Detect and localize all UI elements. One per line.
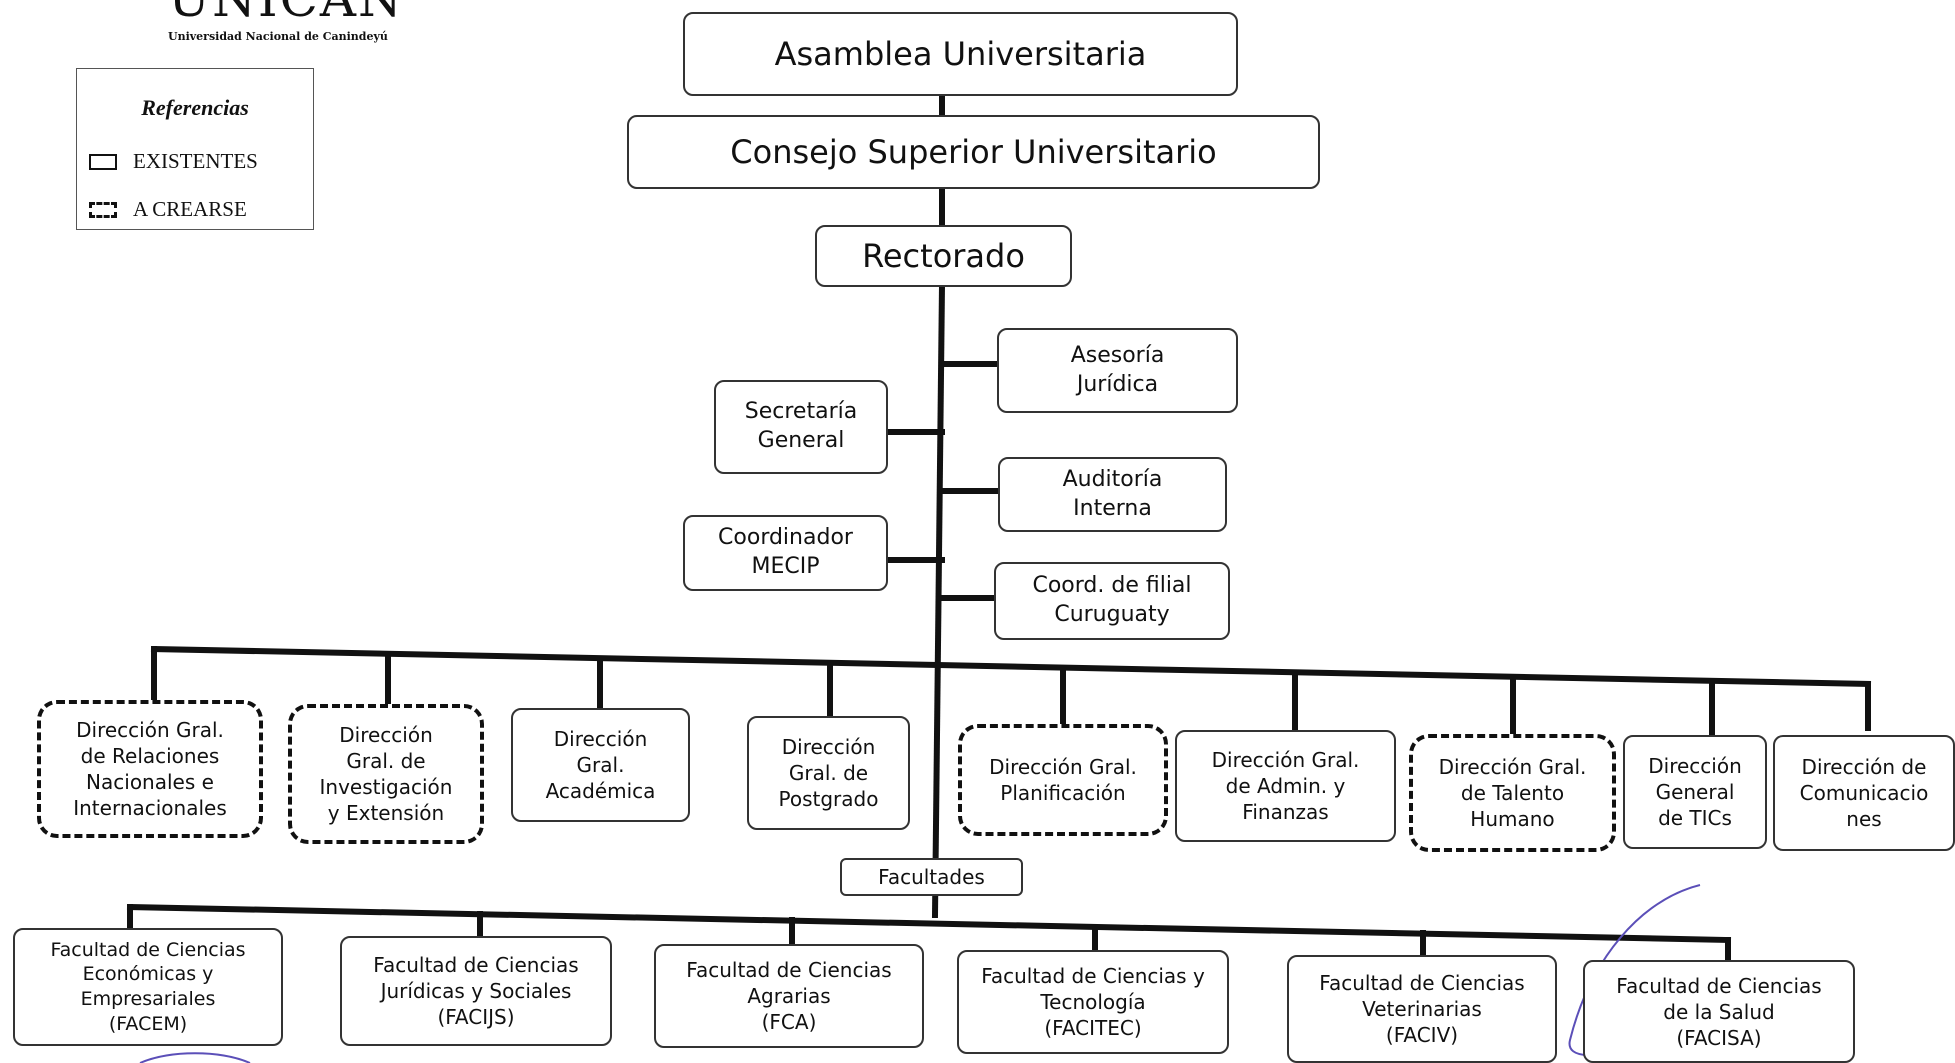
node-asesoria-juridica: Asesoría Jurídica bbox=[997, 328, 1238, 413]
node-fac-faciv: Facultad de Ciencias Veterinarias (FACIV… bbox=[1287, 955, 1557, 1063]
node-dir-talento-humano: Dirección Gral. de Talento Humano bbox=[1409, 734, 1616, 852]
node-dir-academica: Dirección Gral. Académica bbox=[511, 708, 690, 822]
node-consejo: Consejo Superior Universitario bbox=[627, 115, 1320, 189]
legend-row-existing: EXISTENTES bbox=[89, 149, 258, 174]
logo-wordmark: UNICAN bbox=[168, 0, 404, 28]
solid-box-icon bbox=[89, 153, 117, 170]
node-dir-relaciones: Dirección Gral. de Relaciones Nacionales… bbox=[37, 700, 263, 838]
node-fac-facisa: Facultad de Ciencias de la Salud (FACISA… bbox=[1583, 960, 1855, 1063]
legend-row-to-create: A CREARSE bbox=[89, 197, 247, 222]
node-dir-admin-finanzas: Dirección Gral. de Admin. y Finanzas bbox=[1175, 730, 1396, 842]
node-dir-postgrado: Dirección Gral. de Postgrado bbox=[747, 716, 910, 830]
node-dir-comunicaciones: Dirección de Comunicacio nes bbox=[1773, 735, 1955, 851]
node-asamblea: Asamblea Universitaria bbox=[683, 12, 1238, 96]
node-fac-fca: Facultad de Ciencias Agrarias (FCA) bbox=[654, 944, 924, 1048]
node-fac-facijs: Facultad de Ciencias Jurídicas y Sociale… bbox=[340, 936, 612, 1046]
node-fac-facitec: Facultad de Ciencias y Tecnología (FACIT… bbox=[957, 950, 1229, 1054]
node-coordinador-mecip: Coordinador MECIP bbox=[683, 515, 888, 591]
node-dir-tics: Dirección General de TICs bbox=[1623, 735, 1767, 849]
legend-panel: Referencias EXISTENTES A CREARSE bbox=[76, 68, 314, 230]
logo-subtitle: Universidad Nacional de Canindeyú bbox=[168, 30, 388, 43]
node-auditoria-interna: Auditoría Interna bbox=[998, 457, 1227, 532]
node-fac-facem: Facultad de Ciencias Económicas y Empres… bbox=[13, 928, 283, 1046]
legend-existing-label: EXISTENTES bbox=[133, 149, 258, 173]
dashed-box-icon bbox=[89, 201, 117, 218]
legend-to-create-label: A CREARSE bbox=[133, 197, 247, 221]
node-facultades: Facultades bbox=[840, 858, 1023, 896]
node-secretaria-general: Secretaría General bbox=[714, 380, 888, 474]
legend-title: Referencias bbox=[141, 95, 249, 120]
node-rectorado: Rectorado bbox=[815, 225, 1072, 287]
node-dir-investigacion: Dirección Gral. de Investigación y Exten… bbox=[288, 704, 484, 844]
node-dir-planificacion: Dirección Gral. Planificación bbox=[958, 724, 1168, 836]
node-coord-filial: Coord. de filial Curuguaty bbox=[994, 562, 1230, 640]
